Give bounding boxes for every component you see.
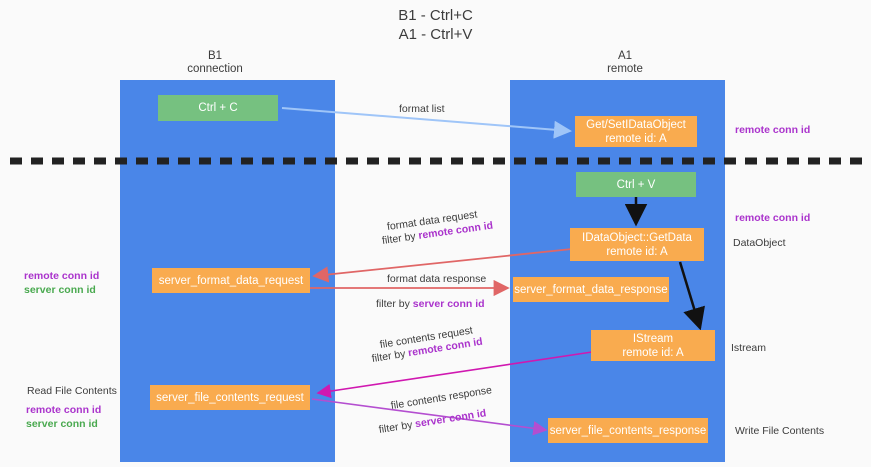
side-label-remote-conn-id-mid-text: remote conn id (735, 212, 811, 224)
title-line-2: A1 - Ctrl+V (398, 26, 473, 43)
node-istream[interactable]: IStream remote id: A (591, 330, 715, 361)
node-server-file-contents-request[interactable]: server_file_contents_request (150, 385, 310, 410)
side-label-left-server-conn-id-2-text: server conn id (26, 418, 98, 430)
side-label-left-remote-conn-id: remote conn id (24, 269, 99, 283)
column-header-b1-sub: connection (187, 63, 243, 75)
edge-label-format-list: format list (399, 102, 445, 116)
title-line-1: B1 - Ctrl+C (398, 7, 473, 24)
side-label-dataobject-text: DataObject (733, 237, 786, 249)
filter-key-server-conn-id: server conn id (412, 298, 485, 310)
node-server-format-data-response-label: server_format_data_response (514, 283, 668, 296)
node-server-format-data-request-label: server_format_data_request (158, 274, 304, 287)
filter-prefix: filter by (381, 230, 420, 248)
side-label-left-remote-conn-id-2-text: remote conn id (26, 404, 102, 416)
side-label-write-file-contents: Write File Contents (735, 424, 824, 438)
side-label-istream: Istream (731, 341, 766, 355)
side-label-left-remote-conn-id-text: remote conn id (24, 270, 100, 282)
page-title: B1 - Ctrl+C A1 - Ctrl+V (0, 6, 871, 44)
edge-label-format-data-response: format data response (387, 272, 486, 286)
node-server-format-data-request[interactable]: server_format_data_request (152, 268, 310, 293)
side-label-left-server-conn-id-text: server conn id (24, 284, 96, 296)
filter-prefix: filter by (376, 298, 413, 310)
filter-prefix: filter by (370, 347, 410, 366)
filter-prefix: filter by (377, 418, 417, 437)
node-server-file-contents-response[interactable]: server_file_contents_response (548, 418, 708, 443)
filter-key-server-conn-id: server conn id (414, 407, 488, 431)
node-ctrl-c-label: Ctrl + C (198, 102, 238, 114)
side-label-remote-conn-id-top-text: remote conn id (735, 124, 811, 136)
node-idataobject-top[interactable]: Get/SetIDataObject remote id: A (575, 116, 697, 147)
side-label-left-server-conn-id-2: server conn id (26, 417, 98, 431)
node-server-file-contents-request-label: server_file_contents_request (156, 391, 304, 404)
node-ctrl-v[interactable]: Ctrl + V (576, 172, 696, 197)
node-idataobject-getdata-line1: IDataObject::GetData (582, 231, 692, 244)
side-label-read-file-contents: Read File Contents (27, 384, 117, 398)
side-label-istream-text: Istream (731, 342, 767, 354)
edge-label-format-data-response-filter: filter by server conn id (376, 297, 485, 311)
column-header-a1-name: A1 (617, 50, 633, 62)
column-header-b1-name: B1 (207, 50, 223, 62)
side-label-remote-conn-id-top: remote conn id (735, 123, 810, 137)
node-idataobject-getdata[interactable]: IDataObject::GetData remote id: A (570, 228, 704, 261)
node-idataobject-top-line2: remote id: A (605, 132, 667, 145)
column-header-a1-sub: remote (607, 63, 643, 75)
edge-label-format-data-response-text: format data response (387, 273, 487, 285)
node-idataobject-top-line1: Get/SetIDataObject (586, 118, 686, 131)
node-idataobject-getdata-line2: remote id: A (606, 245, 668, 258)
node-ctrl-v-label: Ctrl + V (616, 178, 656, 191)
side-label-remote-conn-id-mid: remote conn id (735, 211, 810, 225)
node-istream-line2: remote id: A (622, 346, 684, 359)
side-label-read-file-contents-text: Read File Contents (27, 385, 117, 397)
node-ctrl-c[interactable]: Ctrl + C (158, 95, 278, 121)
node-server-file-contents-response-label: server_file_contents_response (549, 424, 707, 437)
side-label-left-server-conn-id: server conn id (24, 283, 96, 297)
side-label-dataobject: DataObject (733, 236, 786, 250)
edge-label-format-list-text: format list (399, 103, 445, 115)
node-istream-line1: IStream (632, 332, 674, 345)
node-server-format-data-response[interactable]: server_format_data_response (513, 277, 669, 302)
side-label-write-file-contents-text: Write File Contents (735, 425, 825, 437)
side-label-left-remote-conn-id-2: remote conn id (26, 403, 101, 417)
